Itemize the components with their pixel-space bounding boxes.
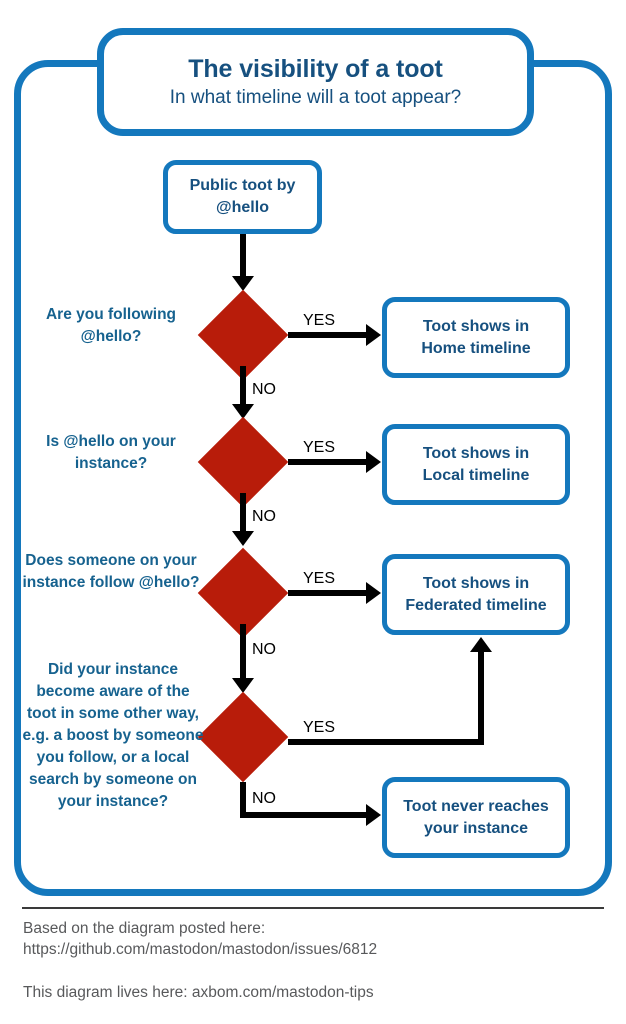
label-d2-no: NO (252, 508, 276, 525)
arrowhead-d1-yes (366, 324, 381, 346)
outcome-never-line1: Toot never reaches (403, 797, 549, 815)
outcome-local-line2: Local timeline (422, 466, 530, 484)
arrowhead-d4-no (366, 804, 381, 826)
edge-d4-yes-horizontal (288, 739, 484, 745)
edge-d2-yes (288, 459, 368, 465)
arrowhead-d1-no (232, 404, 254, 419)
label-d2-yes: YES (303, 439, 336, 456)
arrowhead-d3-no (232, 678, 254, 693)
arrowhead-d4-yes (470, 637, 492, 652)
question-following-line2: @hello? (80, 328, 142, 345)
arrowhead-d2-yes (366, 451, 381, 473)
label-d4-yes: YES (303, 719, 336, 736)
label-d1-yes: YES (303, 312, 336, 329)
node-public-toot: Public toot by @hello (163, 160, 322, 234)
question-other-way-line4: other way, e.g. a (22, 705, 199, 744)
question-same-instance-line2: instance? (74, 455, 148, 472)
footer-divider (22, 907, 604, 909)
node-public-toot-line2: @hello (216, 199, 269, 216)
footer: Based on the diagram posted here: https:… (23, 918, 583, 1003)
question-other-way: Did your instance become aware of the to… (22, 659, 204, 813)
question-other-way-line2: become aware of (36, 683, 163, 700)
footer-spacer (23, 960, 583, 982)
edge-d2-no (240, 493, 246, 535)
question-following: Are you following @hello? (22, 304, 200, 348)
title-card: The visibility of a toot In what timelin… (97, 28, 534, 136)
question-following-line1: Are you following (45, 306, 177, 323)
outcome-federated-line2: Federated timeline (405, 596, 547, 614)
outcome-federated-line1: Toot shows in (422, 574, 530, 592)
question-same-instance-line1: Is @hello on your (46, 433, 176, 450)
question-other-way-line6: you follow, or a local (36, 749, 190, 766)
question-someone-follows-line3: follow @hello? (89, 574, 200, 591)
edge-d3-yes (288, 590, 368, 596)
arrowhead-d2-no (232, 531, 254, 546)
outcome-home-line1: Toot shows in (422, 317, 530, 335)
label-d1-no: NO (252, 381, 276, 398)
node-public-toot-line1: Public toot by (189, 177, 296, 194)
edge-start-to-d1 (240, 234, 246, 278)
question-someone-follows-line2: your instance (22, 552, 197, 591)
edge-d4-no-vertical (240, 782, 246, 818)
label-d3-no: NO (252, 641, 276, 658)
outcome-home-line2: Home timeline (421, 339, 531, 357)
outcome-never-line2: your instance (423, 819, 528, 837)
question-other-way-line5: boost by someone (66, 727, 204, 744)
question-other-way-line3: the toot in some (27, 683, 190, 722)
outcome-local-line1: Toot shows in (422, 444, 530, 462)
question-someone-follows: Does someone on your instance follow @he… (22, 550, 200, 594)
edge-d3-no (240, 624, 246, 682)
edge-d1-no (240, 366, 246, 408)
footer-home-url: This diagram lives here: axbom.com/masto… (23, 984, 374, 1001)
question-other-way-line1: Did your instance (47, 661, 179, 678)
outcome-local-timeline: Toot shows in Local timeline (382, 424, 570, 505)
arrowhead-start-to-d1 (232, 276, 254, 291)
outcome-never-reaches: Toot never reaches your instance (382, 777, 570, 858)
question-same-instance: Is @hello on your instance? (22, 431, 200, 475)
edge-d4-yes-vertical (478, 652, 484, 742)
page-subtitle: In what timeline will a toot appear? (169, 86, 462, 108)
outcome-home-timeline: Toot shows in Home timeline (382, 297, 570, 378)
edge-d4-no-horizontal (240, 812, 370, 818)
question-someone-follows-line1: Does someone on (25, 552, 159, 569)
footer-source-url: https://github.com/mastodon/mastodon/iss… (23, 941, 378, 958)
question-other-way-line7: search by someone (29, 771, 174, 788)
footer-source-label: Based on the diagram posted here: (23, 920, 266, 937)
question-other-way-line8: on your instance? (57, 771, 197, 810)
arrowhead-d3-yes (366, 582, 381, 604)
label-d3-yes: YES (303, 570, 336, 587)
edge-d1-yes (288, 332, 368, 338)
page-title: The visibility of a toot (188, 54, 443, 83)
label-d4-no: NO (252, 790, 276, 807)
outcome-federated-timeline: Toot shows in Federated timeline (382, 554, 570, 635)
